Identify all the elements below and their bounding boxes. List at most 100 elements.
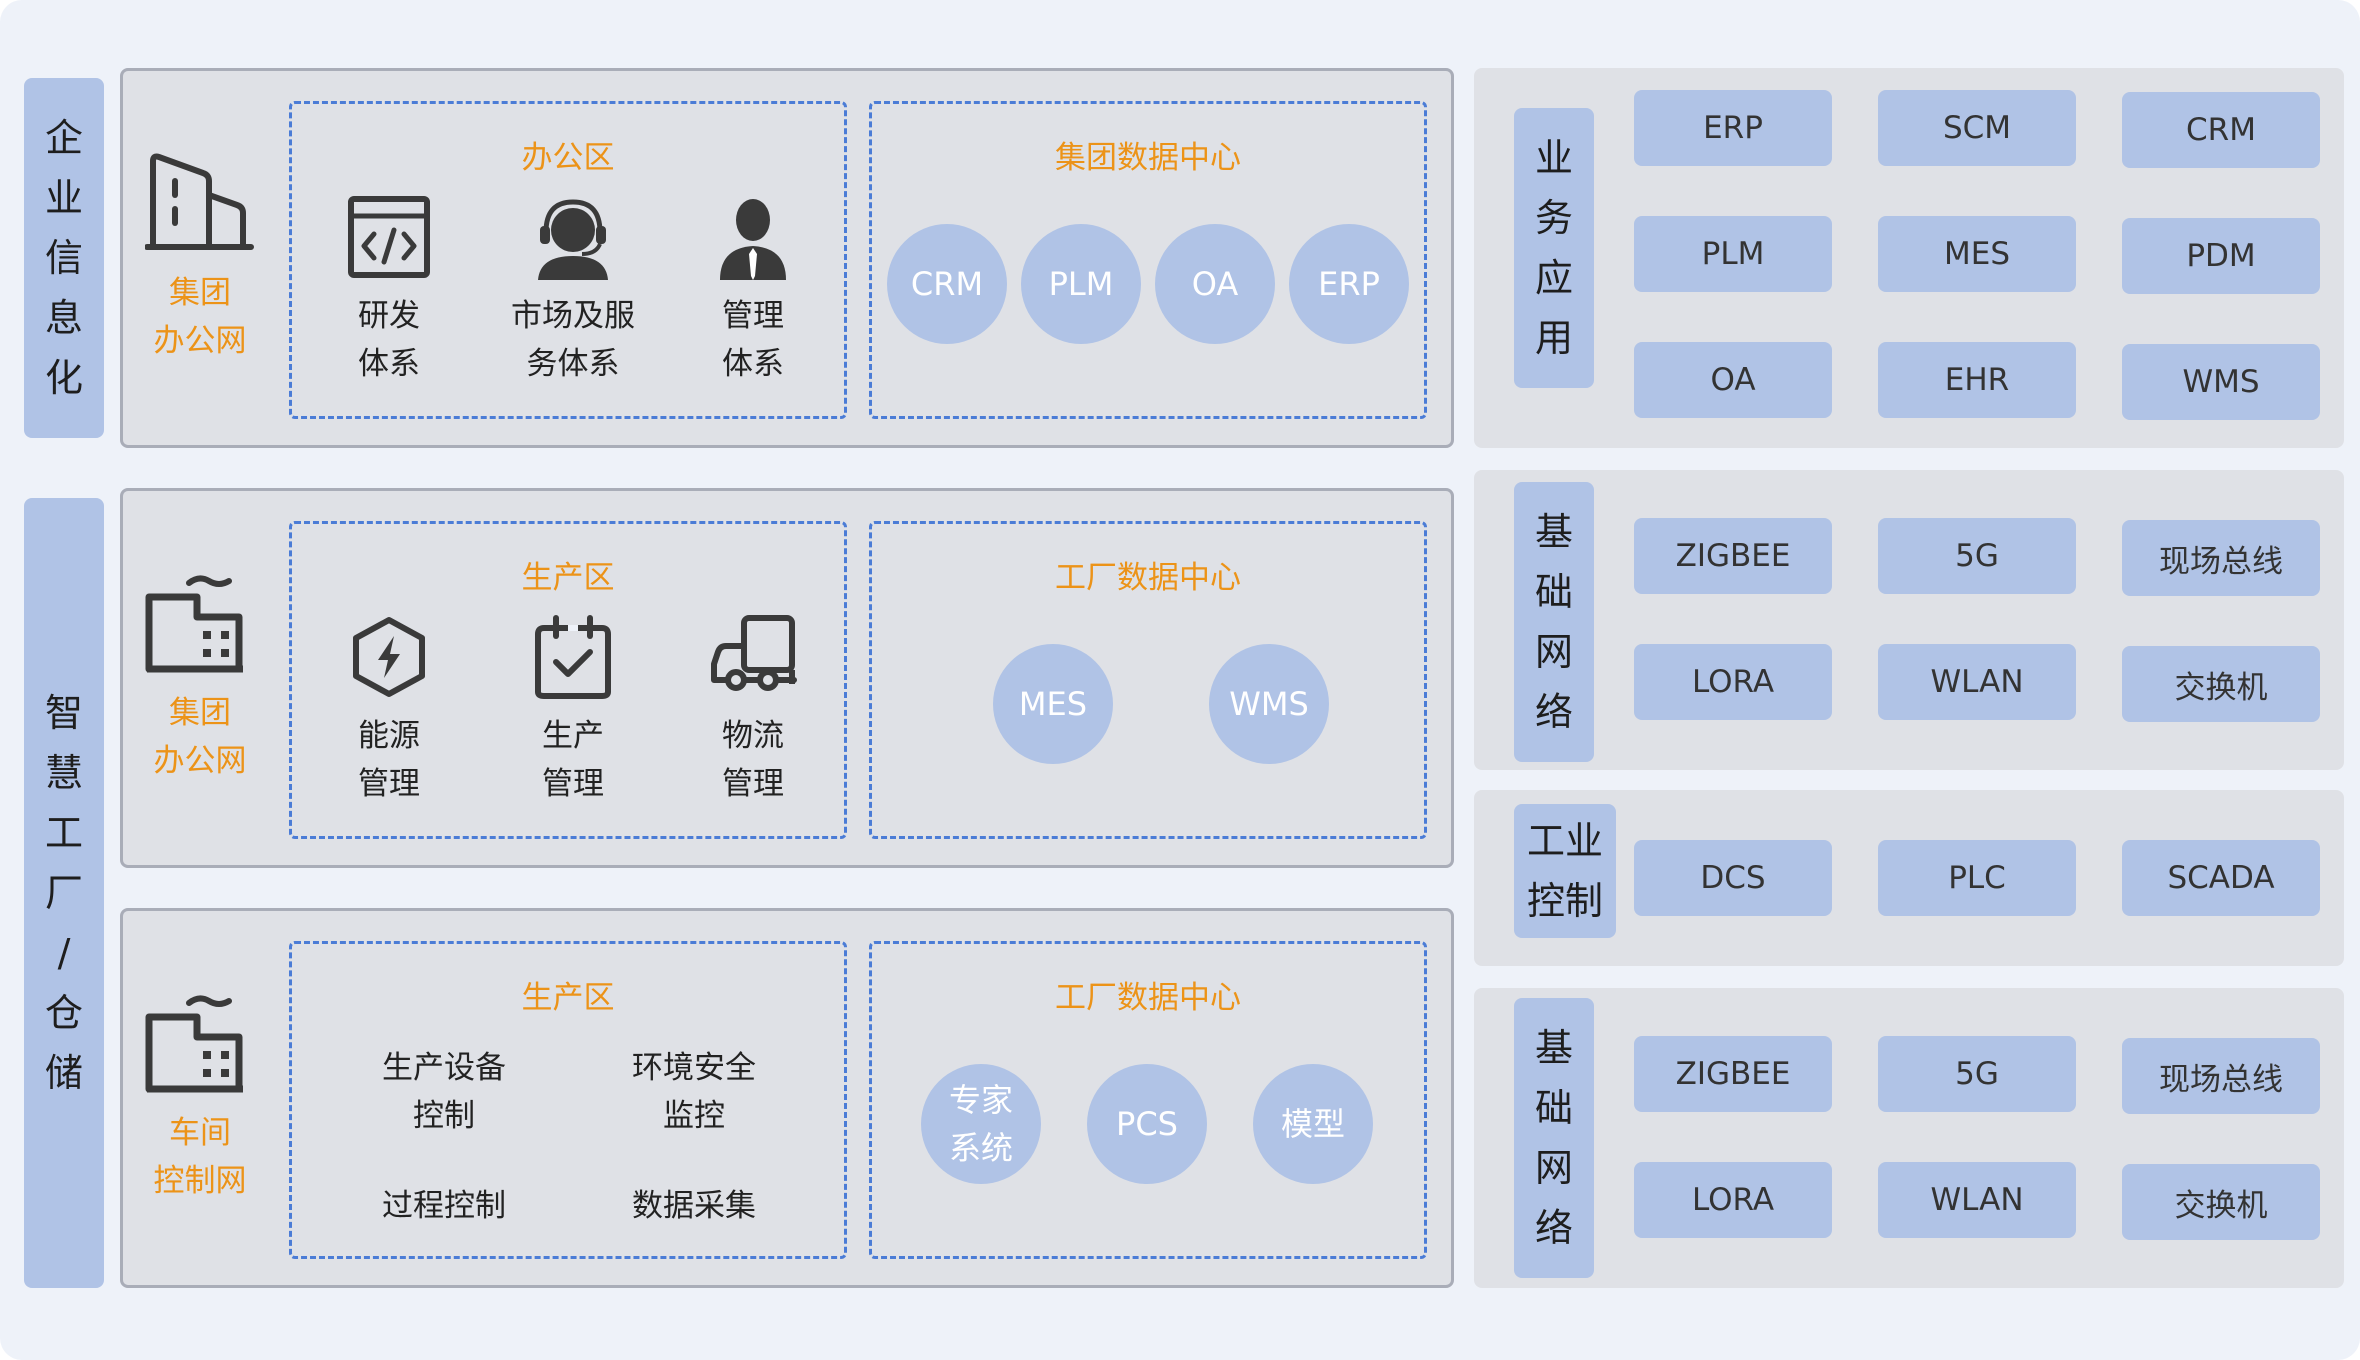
- tag-char: 业: [1534, 136, 1573, 180]
- network-pill: ZIGBEE: [1634, 1036, 1832, 1112]
- tag-char: 智: [44, 691, 83, 735]
- app-pill: CRM: [2122, 92, 2320, 168]
- network-pill: 5G: [1878, 1036, 2076, 1112]
- tag-char: /: [57, 931, 71, 975]
- tag-smart-factory-warehouse: 智 慧 工 厂 / 仓 储: [24, 498, 104, 1288]
- zone-item-production-mgmt: 生产 管理: [498, 614, 648, 808]
- group-tag: 工业 控制: [1514, 804, 1616, 938]
- factory-icon: [145, 575, 243, 673]
- zone-item-label: 体系: [358, 346, 420, 382]
- network-pill: LORA: [1634, 1162, 1832, 1238]
- zone-item-energy: 能源 管理: [314, 614, 464, 808]
- zone-item-management: 管理 体系: [678, 194, 828, 388]
- zone-production-control: 生产区 生产设备 控制 环境安全 监控 过程控制 数据采集: [289, 941, 847, 1259]
- zone-production: 生产区 能源 管理: [289, 521, 847, 839]
- network-pill: 现场总线: [2122, 1038, 2320, 1114]
- group-tag: 基 础 网 络: [1514, 482, 1594, 762]
- center-group-data-center: 集团数据中心 CRM PLM OA ERP: [869, 101, 1427, 419]
- network-pill: 现场总线: [2122, 520, 2320, 596]
- control-pill: DCS: [1634, 840, 1832, 916]
- app-pill: PLM: [1634, 216, 1832, 292]
- code-window-icon: [348, 196, 430, 278]
- zone-text-process-control: 过程控制: [334, 1182, 554, 1230]
- manager-person-icon: [720, 199, 786, 280]
- network-label: 车间 控制网: [135, 1109, 265, 1205]
- tag-char: 网: [1534, 1146, 1573, 1190]
- circle-text-line: 系统: [948, 1129, 1013, 1167]
- center-title: 集团数据中心: [1055, 140, 1241, 176]
- tag-char: 企: [44, 116, 83, 160]
- circle-text-line: 专家: [948, 1081, 1013, 1119]
- app-pill: ERP: [1634, 90, 1832, 166]
- network-pill: 交换机: [2122, 646, 2320, 722]
- tag-char: 务: [1534, 196, 1573, 240]
- system-circle-oa: OA: [1155, 224, 1275, 344]
- system-circle-wms: WMS: [1209, 644, 1329, 764]
- circle-text-line: 模型: [1280, 1105, 1345, 1143]
- tag-char: 储: [44, 1051, 83, 1095]
- network-label-line: 办公网: [153, 323, 247, 359]
- zone-item-label: 管理: [358, 766, 420, 802]
- network-pill: WLAN: [1878, 1162, 2076, 1238]
- zone-item-label: 研发: [358, 298, 420, 334]
- headset-agent-icon: [538, 199, 608, 280]
- energy-hexagon-icon: [353, 617, 425, 697]
- tag-char: 化: [44, 356, 83, 400]
- tag-char: 仓: [44, 991, 83, 1035]
- network-pill: 5G: [1878, 518, 2076, 594]
- tag-char: 基: [1534, 1026, 1573, 1070]
- office-building-icon: [145, 153, 254, 250]
- zone-text-environment-safety: 环境安全 监控: [584, 1044, 804, 1140]
- zone-item-label: 管理: [722, 766, 784, 802]
- zone-item-label: 管理: [722, 298, 784, 334]
- calendar-check-icon: [535, 615, 611, 699]
- group-tag: 基 础 网 络: [1514, 998, 1594, 1278]
- zone-item-label: 物流: [722, 718, 784, 754]
- zone-item-logistics: 物流 管理: [678, 614, 828, 808]
- tag-char: 厂: [44, 871, 83, 915]
- zone-text-data-collection: 数据采集: [584, 1182, 804, 1230]
- tag-char: 工: [44, 811, 83, 855]
- zone-item-label: 能源: [358, 718, 420, 754]
- zone-item-market-service: 市场及服 务体系: [488, 194, 658, 388]
- zone-text-line: 生产设备: [382, 1050, 506, 1086]
- group-tag: 业 务 应 用: [1514, 108, 1594, 388]
- system-circle-plm: PLM: [1021, 224, 1141, 344]
- row-group-workshop: 车间 控制网 生产区 生产设备 控制 环境安全 监控 过程控制 数据采集 工厂数…: [120, 908, 1454, 1288]
- row-group-office: 集团 办公网 办公区 研发 体系: [120, 68, 1454, 448]
- network-label-line: 办公网: [153, 743, 247, 779]
- circle-text-line: PCS: [1116, 1105, 1178, 1143]
- right-group-business-apps: 业 务 应 用 ERP SCM CRM PLM MES PDM OA EHR W…: [1474, 68, 2344, 448]
- zone-text-equipment-control: 生产设备 控制: [334, 1044, 554, 1140]
- zone-item-rnd: 研发 体系: [314, 194, 464, 388]
- tag-line: 工业: [1526, 819, 1603, 863]
- system-circle-expert-system: 专家 系统: [921, 1064, 1041, 1184]
- zone-text-line: 环境安全: [632, 1050, 756, 1086]
- zone-title: 生产区: [521, 560, 615, 596]
- tag-char: 础: [1534, 1086, 1573, 1130]
- control-pill: PLC: [1878, 840, 2076, 916]
- center-group-factory-data-center-2: 工厂数据中心 专家 系统 PCS 模型: [869, 941, 1427, 1259]
- network-label-line: 集团: [169, 275, 231, 311]
- network-label-line: 车间: [169, 1115, 231, 1151]
- tag-enterprise-informatization: 企 业 信 息 化: [24, 78, 104, 438]
- zone-item-label: 务体系: [526, 346, 620, 382]
- forklift-icon: [711, 615, 797, 691]
- zone-title: 办公区: [521, 140, 615, 176]
- zone-item-label: 体系: [722, 346, 784, 382]
- center-group-factory-data-center: 工厂数据中心 MES WMS: [869, 521, 1427, 839]
- system-circle-mes: MES: [993, 644, 1113, 764]
- system-circle-pcs: PCS: [1087, 1064, 1207, 1184]
- tag-char: 础: [1534, 570, 1573, 614]
- tag-char: 慧: [44, 751, 83, 795]
- system-circle-erp: ERP: [1289, 224, 1409, 344]
- app-pill: PDM: [2122, 218, 2320, 294]
- tag-line: 控制: [1526, 879, 1603, 923]
- network-pill: 交换机: [2122, 1164, 2320, 1240]
- zone-text-line: 过程控制: [382, 1188, 506, 1224]
- system-circle-crm: CRM: [887, 224, 1007, 344]
- network-label: 集团 办公网: [135, 689, 265, 785]
- app-pill: EHR: [1878, 342, 2076, 418]
- network-label-line: 控制网: [153, 1163, 247, 1199]
